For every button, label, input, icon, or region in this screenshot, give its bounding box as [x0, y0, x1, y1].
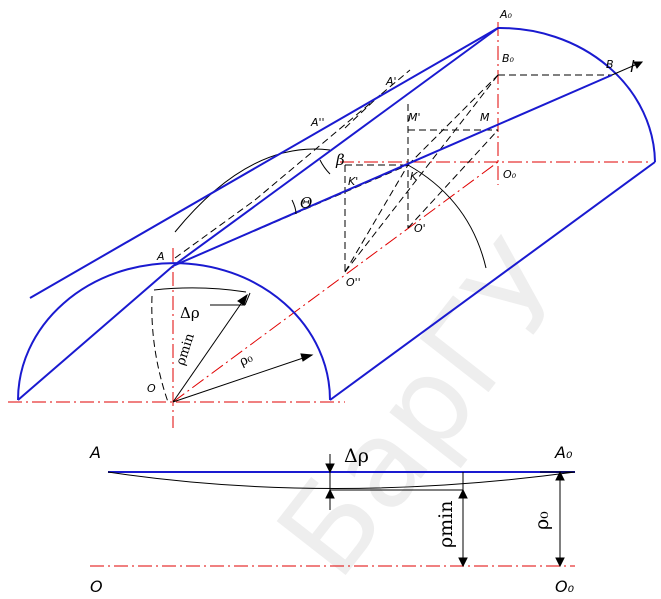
label-a0-bottom: A₀	[554, 443, 573, 462]
label-theta: Θ	[300, 194, 312, 212]
top-generatrix	[29, 27, 499, 299]
label-rho0-top: ρ₀	[237, 351, 255, 370]
chord-a-b	[172, 74, 613, 267]
rho0-arrow	[172, 354, 313, 403]
line-o2-b0	[344, 74, 499, 273]
label-delta-rho-top: Δρ	[180, 304, 200, 322]
section-arc-upper	[174, 148, 331, 233]
line-a1-up	[344, 94, 381, 129]
label-rho-min-bottom: ρmin	[435, 501, 457, 549]
label-m: M	[480, 111, 490, 124]
label-m-prime: M'	[408, 111, 421, 124]
line-o2-k	[344, 164, 409, 273]
cross-section-arrows	[325, 463, 565, 568]
direction-l	[611, 61, 644, 76]
rho-min-arrow-bottom	[458, 557, 468, 568]
rho0-arrowhead	[300, 353, 314, 362]
label-a-bottom: A	[89, 443, 101, 462]
label-delta-rho-bottom: Δρ	[344, 445, 369, 467]
line-a-a2	[174, 199, 256, 259]
radius-arrows	[172, 292, 314, 403]
rear-arc	[497, 26, 656, 163]
line-a2-a1	[254, 69, 411, 201]
label-rho0-bottom: ρ₀	[531, 511, 553, 530]
right-generatrix	[329, 161, 656, 401]
rho-min-arrow-top	[458, 488, 468, 499]
rho0-arrow-top	[555, 470, 565, 481]
label-o0: O₀	[503, 168, 517, 181]
front-chord	[17, 265, 174, 401]
label-a-double-prime: A''	[310, 116, 325, 129]
label-beta: β	[335, 151, 345, 169]
drho-arrow-top	[325, 463, 335, 474]
cylinder-axis	[172, 161, 499, 403]
label-l: l	[630, 57, 635, 76]
arcs	[153, 148, 487, 293]
cross-section	[107, 454, 576, 566]
angle-marks	[291, 159, 331, 215]
label-o0-bottom: O₀	[555, 577, 575, 596]
label-o-bottom: O	[90, 577, 103, 596]
rho0-arrow-bottom	[555, 557, 565, 568]
front-delta-arc	[153, 287, 247, 293]
label-o-double-prime: O''	[346, 276, 361, 289]
label-rho-min-top: ρmin	[174, 331, 199, 367]
axis-lines	[8, 22, 650, 567]
label-a0: A₀	[499, 8, 513, 21]
beta-arc	[319, 159, 331, 175]
label-a-top: A	[156, 250, 165, 263]
cylinder-outline	[17, 26, 656, 473]
line-o1-m	[407, 129, 499, 229]
rho-min-arrow	[172, 294, 248, 403]
front-dashed-arc	[151, 295, 169, 403]
label-b: B	[606, 58, 614, 71]
drho-arrow-bottom	[325, 488, 335, 499]
drho-leader-tip	[244, 292, 251, 306]
label-k-prime: K'	[348, 175, 358, 188]
chord-a-a0	[172, 27, 499, 267]
theta-arc	[291, 199, 297, 215]
label-o-prime: O'	[414, 222, 426, 235]
section-curve	[107, 471, 576, 489]
label-o-top: O	[147, 382, 156, 395]
rho-min-arrowhead	[237, 293, 248, 306]
watermark: БарГУ	[252, 218, 594, 599]
label-a-prime: A'	[385, 75, 397, 88]
label-b0: B₀	[502, 52, 515, 65]
label-k: K	[410, 170, 418, 183]
front-arc	[17, 262, 331, 401]
